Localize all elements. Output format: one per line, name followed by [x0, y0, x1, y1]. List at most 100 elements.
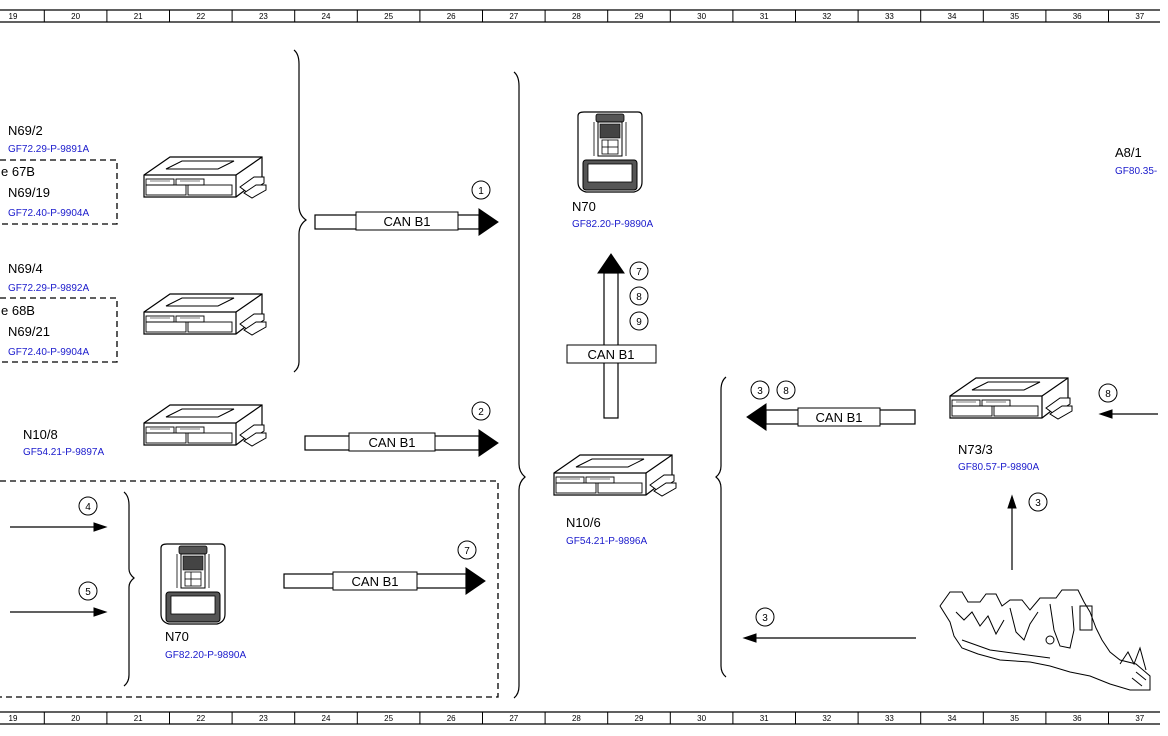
switch-panel-n70-top: [577, 111, 643, 193]
ref-n70-top: GF82.20-P-9890A: [572, 219, 653, 230]
grid-bottom-col-27: 27: [509, 714, 518, 723]
signal-marker-numbers: 1 2 7 4 5 7 8 9 3 8 8 3 3: [85, 186, 1111, 624]
can-label-2: CAN B1: [369, 435, 416, 450]
signal-arrow-8-head: [1098, 409, 1113, 419]
marker-3c: 3: [762, 613, 768, 624]
bus-arrow-2-head: [478, 429, 499, 457]
switch-panel-n70-left: [160, 543, 226, 625]
grid-bottom-col-37: 37: [1135, 714, 1144, 723]
grid-top-col-19: 19: [9, 12, 18, 21]
signal-markers: [78, 180, 1118, 627]
grid-top-col-20: 20: [71, 12, 80, 21]
label-n70-top: N70: [572, 199, 596, 214]
grid-bar-bottom: 19 20 21 22 23 24 25 26 27 28 29 30 31 32 33 34 35 36 37: [0, 711, 1160, 725]
ref-n70-left: GF82.20-P-9890A: [165, 650, 246, 661]
grid-top-col-26: 26: [447, 12, 456, 21]
can-label-left: CAN B1: [816, 410, 863, 425]
label-e67b: e 67B: [1, 164, 35, 179]
label-a8-1: A8/1: [1115, 145, 1142, 160]
grid-bottom-col-30: 30: [697, 714, 706, 723]
ref-n69-19: GF72.40-P-9904A: [8, 208, 89, 219]
brace-lower-left: [123, 491, 135, 687]
signal-arrow-5-head: [93, 607, 108, 617]
marker-3b: 3: [1035, 498, 1041, 509]
label-n69-21: N69/21: [8, 324, 50, 339]
control-unit-n73-3: [949, 377, 1073, 420]
grid-bottom-col-29: 29: [635, 714, 644, 723]
grid-top-col-23: 23: [259, 12, 268, 21]
grid-bottom-col-21: 21: [134, 714, 143, 723]
grid-bottom-col-20: 20: [71, 714, 80, 723]
grid-bottom-col-19: 19: [9, 714, 18, 723]
ref-a8-1: GF80.35-: [1115, 166, 1157, 177]
component-labels: N69/2 GF72.29-P-9891A e 67B N69/19 GF72.…: [1, 123, 1157, 661]
grid-bottom-col-35: 35: [1010, 714, 1019, 723]
grid-top-col-22: 22: [196, 12, 205, 21]
grid-top-col-25: 25: [384, 12, 393, 21]
can-label-1: CAN B1: [384, 214, 431, 229]
bus-arrow-1-head: [478, 208, 499, 236]
control-unit-n69-4: [143, 293, 267, 336]
grid-top-col-24: 24: [322, 12, 331, 21]
can-label-7: CAN B1: [352, 574, 399, 589]
label-e68b: e 68B: [1, 303, 35, 318]
marker-8c: 8: [1105, 389, 1111, 400]
grid-bottom-col-24: 24: [322, 714, 331, 723]
grid-top-col-33: 33: [885, 12, 894, 21]
marker-7b: 7: [636, 267, 642, 278]
signal-arrow-3-up-head: [1007, 494, 1017, 509]
grid-bottom-col-36: 36: [1073, 714, 1082, 723]
grid-bottom-col-26: 26: [447, 714, 456, 723]
marker-2: 2: [478, 407, 484, 418]
dashed-box-lower: [0, 480, 499, 698]
can-label-up: CAN B1: [588, 347, 635, 362]
ref-n10-8: GF54.21-P-9897A: [23, 447, 104, 458]
ref-n69-2: GF72.29-P-9891A: [8, 144, 89, 155]
marker-8b: 8: [783, 386, 789, 397]
grid-bottom-col-33: 33: [885, 714, 894, 723]
grid-top-col-29: 29: [635, 12, 644, 21]
grid-top-col-35: 35: [1010, 12, 1019, 21]
grid-top-col-37: 37: [1135, 12, 1144, 21]
label-n69-2: N69/2: [8, 123, 43, 138]
marker-1: 1: [478, 186, 484, 197]
ref-n73-3: GF80.57-P-9890A: [958, 462, 1039, 473]
marker-9: 9: [636, 317, 642, 328]
grid-bottom-col-22: 22: [196, 714, 205, 723]
ref-n69-4: GF72.29-P-9892A: [8, 283, 89, 294]
grid-bottom-col-28: 28: [572, 714, 581, 723]
mechanical-bracket-part: [939, 589, 1151, 691]
grid-bottom-col-25: 25: [384, 714, 393, 723]
signal-arrow-4-head: [93, 522, 108, 532]
brace-left-group: [293, 49, 308, 373]
control-unit-n10-8: [143, 404, 267, 447]
marker-4: 4: [85, 502, 91, 513]
marker-5: 5: [85, 587, 91, 598]
ref-n69-21: GF72.40-P-9904A: [8, 347, 89, 358]
grid-bottom-col-32: 32: [822, 714, 831, 723]
grid-top-col-30: 30: [697, 12, 706, 21]
grid-bottom-col-23: 23: [259, 714, 268, 723]
grid-top-col-32: 32: [822, 12, 831, 21]
label-n10-6: N10/6: [566, 515, 601, 530]
marker-3a: 3: [757, 386, 763, 397]
grid-top-col-31: 31: [760, 12, 769, 21]
brace-right: [715, 376, 727, 678]
grid-bottom-col-34: 34: [948, 714, 957, 723]
marker-7a: 7: [464, 546, 470, 557]
bus-arrow-left-head: [746, 403, 767, 431]
signal-arrow-3-left-head: [742, 633, 757, 643]
control-unit-n69-2: [143, 156, 267, 199]
control-unit-n10-6: [553, 454, 677, 497]
bus-arrow-7-head: [465, 567, 486, 595]
grid-top-col-34: 34: [948, 12, 957, 21]
grid-bottom-col-31: 31: [760, 714, 769, 723]
grid-top-col-21: 21: [134, 12, 143, 21]
label-n70-left: N70: [165, 629, 189, 644]
bus-arrow-up-head: [597, 253, 625, 274]
label-n10-8: N10/8: [23, 427, 58, 442]
grid-top-col-27: 27: [509, 12, 518, 21]
label-n69-19: N69/19: [8, 185, 50, 200]
label-n69-4: N69/4: [8, 261, 43, 276]
